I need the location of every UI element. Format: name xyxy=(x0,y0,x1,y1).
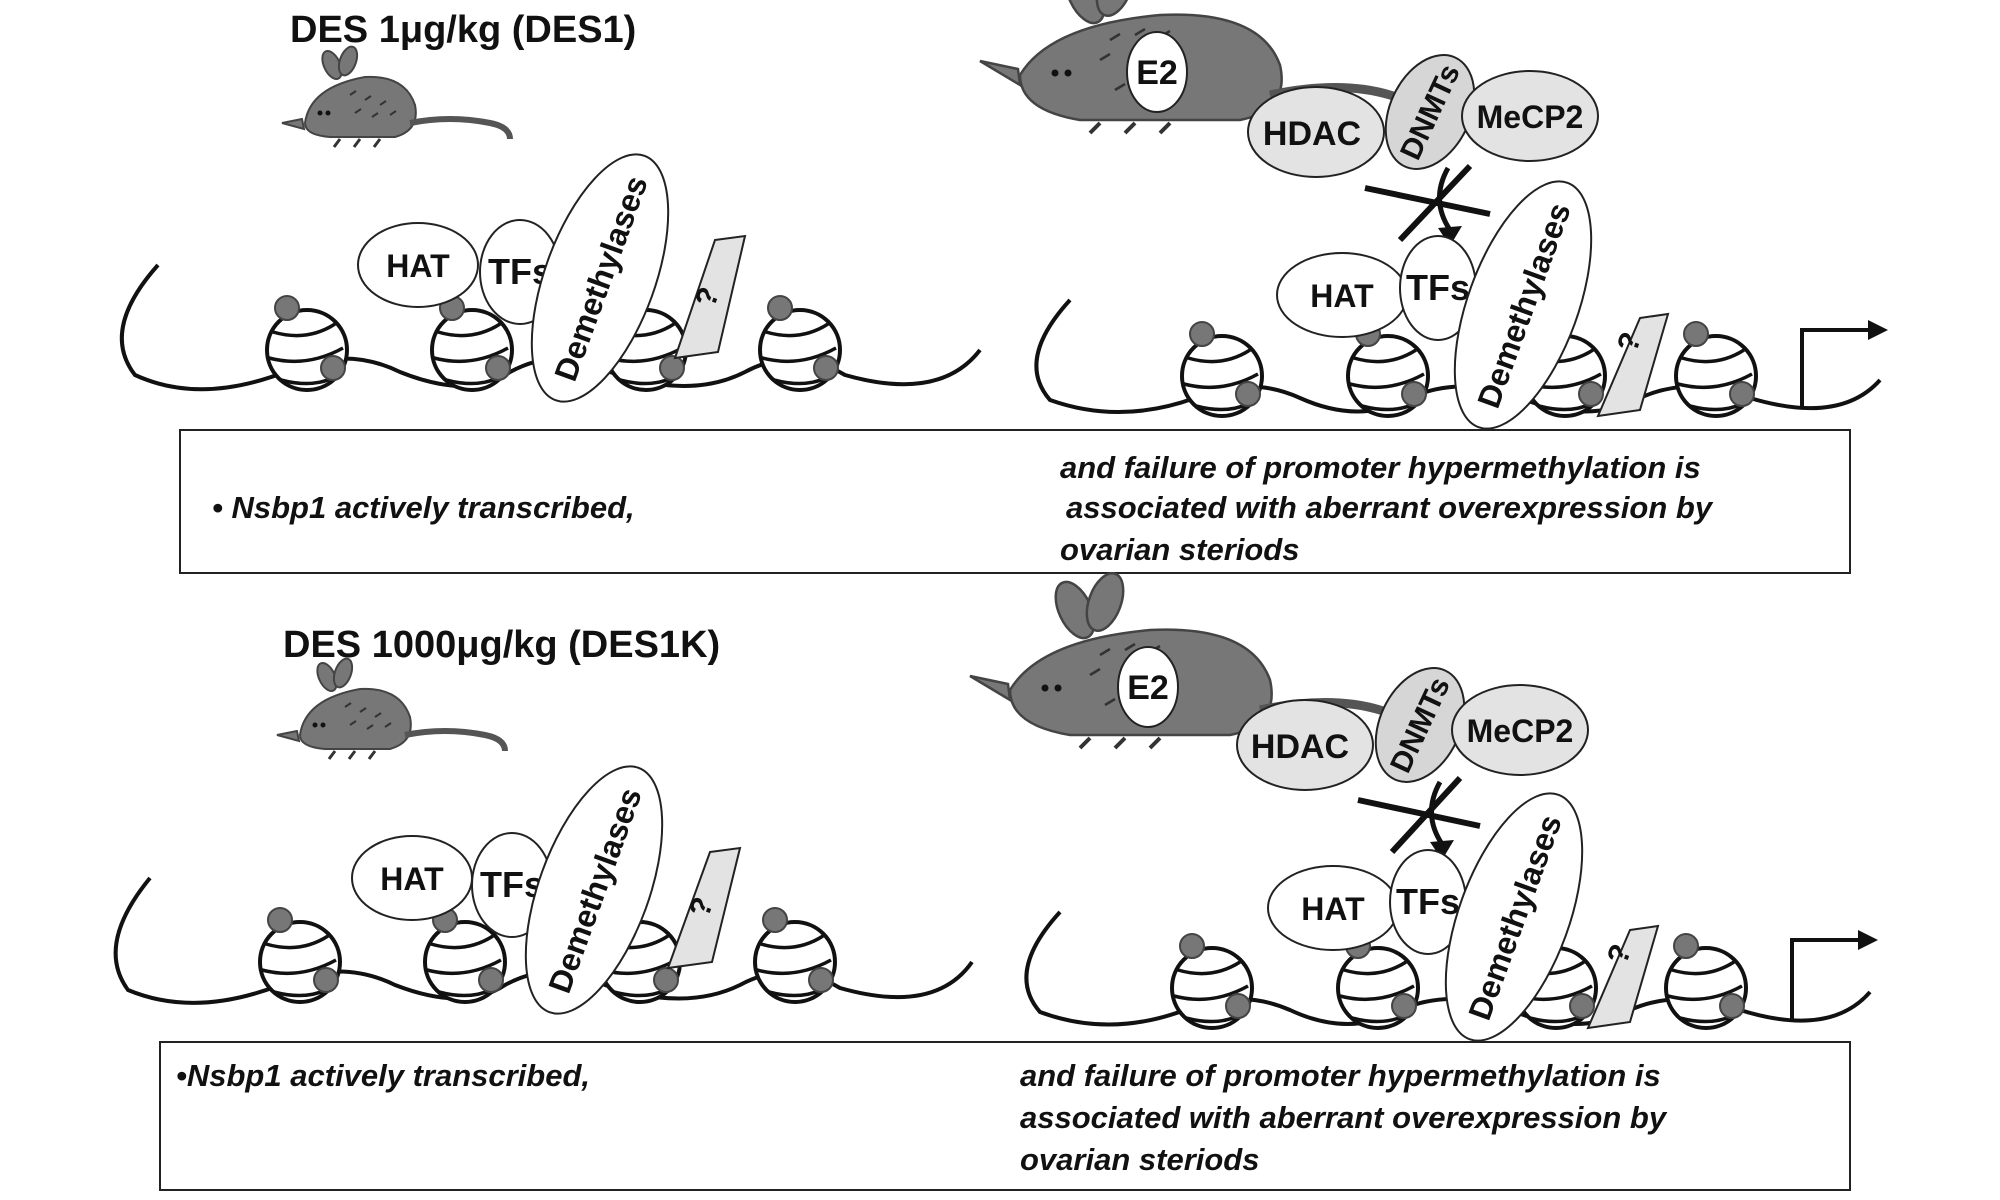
mecp2-ellipse xyxy=(1451,684,1589,776)
chromatin-right: E2 HDAC DNMTs MeCP2 HAT TFs Demet xyxy=(970,568,1878,1042)
transcription-arrow-icon xyxy=(1790,930,1878,1020)
nucleosome xyxy=(1170,932,1254,1030)
demethylases-ellipse xyxy=(1453,180,1593,430)
demethylases-ellipse xyxy=(530,153,670,403)
nucleosome xyxy=(758,294,842,392)
unknown-factor-shape xyxy=(666,846,742,970)
hat-label: HAT xyxy=(1310,278,1374,314)
hdac-label: HDAC xyxy=(1251,728,1349,766)
tfs-label: TFs xyxy=(1396,881,1460,922)
hat-ellipse xyxy=(357,222,479,308)
summary-left-text: •Nsbp1 actively transcribed, xyxy=(176,1058,590,1093)
nucleosome xyxy=(1180,320,1264,418)
nucleosome xyxy=(258,906,342,1004)
e2-label: E2 xyxy=(1136,54,1178,92)
summary-box xyxy=(179,429,1851,574)
hat-label: HAT xyxy=(380,861,444,897)
summary-box xyxy=(159,1041,1851,1191)
blocked-arrow-icon xyxy=(1357,775,1481,860)
summary-left-text: • Nsbp1 actively transcribed, xyxy=(212,490,635,525)
hat-label: HAT xyxy=(1301,891,1365,927)
summary-right-line: ovarian steriods xyxy=(1020,1142,1259,1177)
demethylases-ellipse xyxy=(524,765,664,1015)
nucleosome xyxy=(265,294,349,392)
chromatin-left: HAT TFs Demethylases ? xyxy=(119,153,982,403)
e2-label: E2 xyxy=(1127,669,1169,707)
mouse-icon xyxy=(277,656,505,759)
nucleosome xyxy=(1674,320,1758,418)
blocked-arrow-icon xyxy=(1364,163,1491,246)
chromatin-left: HAT TFs Demethylases ? xyxy=(113,765,974,1015)
unknown-factor-shape xyxy=(673,234,747,360)
mecp2-label: MeCP2 xyxy=(1467,713,1574,749)
hdac-ellipse xyxy=(1236,699,1374,791)
summary-right-line: and failure of promoter hypermethylation… xyxy=(1060,450,1701,485)
transcription-arrow-icon xyxy=(1800,320,1888,408)
hat-label: HAT xyxy=(386,248,450,284)
mecp2-label: MeCP2 xyxy=(1477,99,1584,135)
summary-right-line: associated with aberrant overexpression … xyxy=(1066,490,1714,525)
tfs-label: TFs xyxy=(1406,267,1470,308)
summary-right-line: ovarian steriods xyxy=(1060,532,1299,567)
nucleosome xyxy=(1664,932,1748,1030)
mouse-icon xyxy=(282,44,510,147)
summary-right-line: associated with aberrant overexpression … xyxy=(1020,1100,1668,1135)
mecp2-ellipse xyxy=(1461,70,1599,162)
unknown-factor-shape xyxy=(1596,312,1670,418)
hdac-ellipse xyxy=(1247,86,1385,178)
hdac-label: HDAC xyxy=(1263,115,1361,153)
panel-des1k: DES 1000μg/kg (DES1K) HAT TFs Demethylas… xyxy=(113,568,1878,1191)
demethylases-ellipse xyxy=(1444,792,1584,1042)
nucleosome xyxy=(753,906,837,1004)
summary-right-line: and failure of promoter hypermethylation… xyxy=(1020,1058,1661,1093)
chromatin-right: E2 HDAC DNMTs MeCP2 HAT TFs Demet xyxy=(980,0,1888,430)
unknown-factor-shape xyxy=(1586,924,1660,1030)
panel-title: DES 1000μg/kg (DES1K) xyxy=(283,624,720,666)
e2-ellipse xyxy=(1126,31,1188,113)
panel-title: DES 1μg/kg (DES1) xyxy=(290,9,636,51)
panel-des1: DES 1μg/kg (DES1) HAT TFs Demethylases ?… xyxy=(119,0,1888,574)
e2-ellipse xyxy=(1117,646,1179,728)
